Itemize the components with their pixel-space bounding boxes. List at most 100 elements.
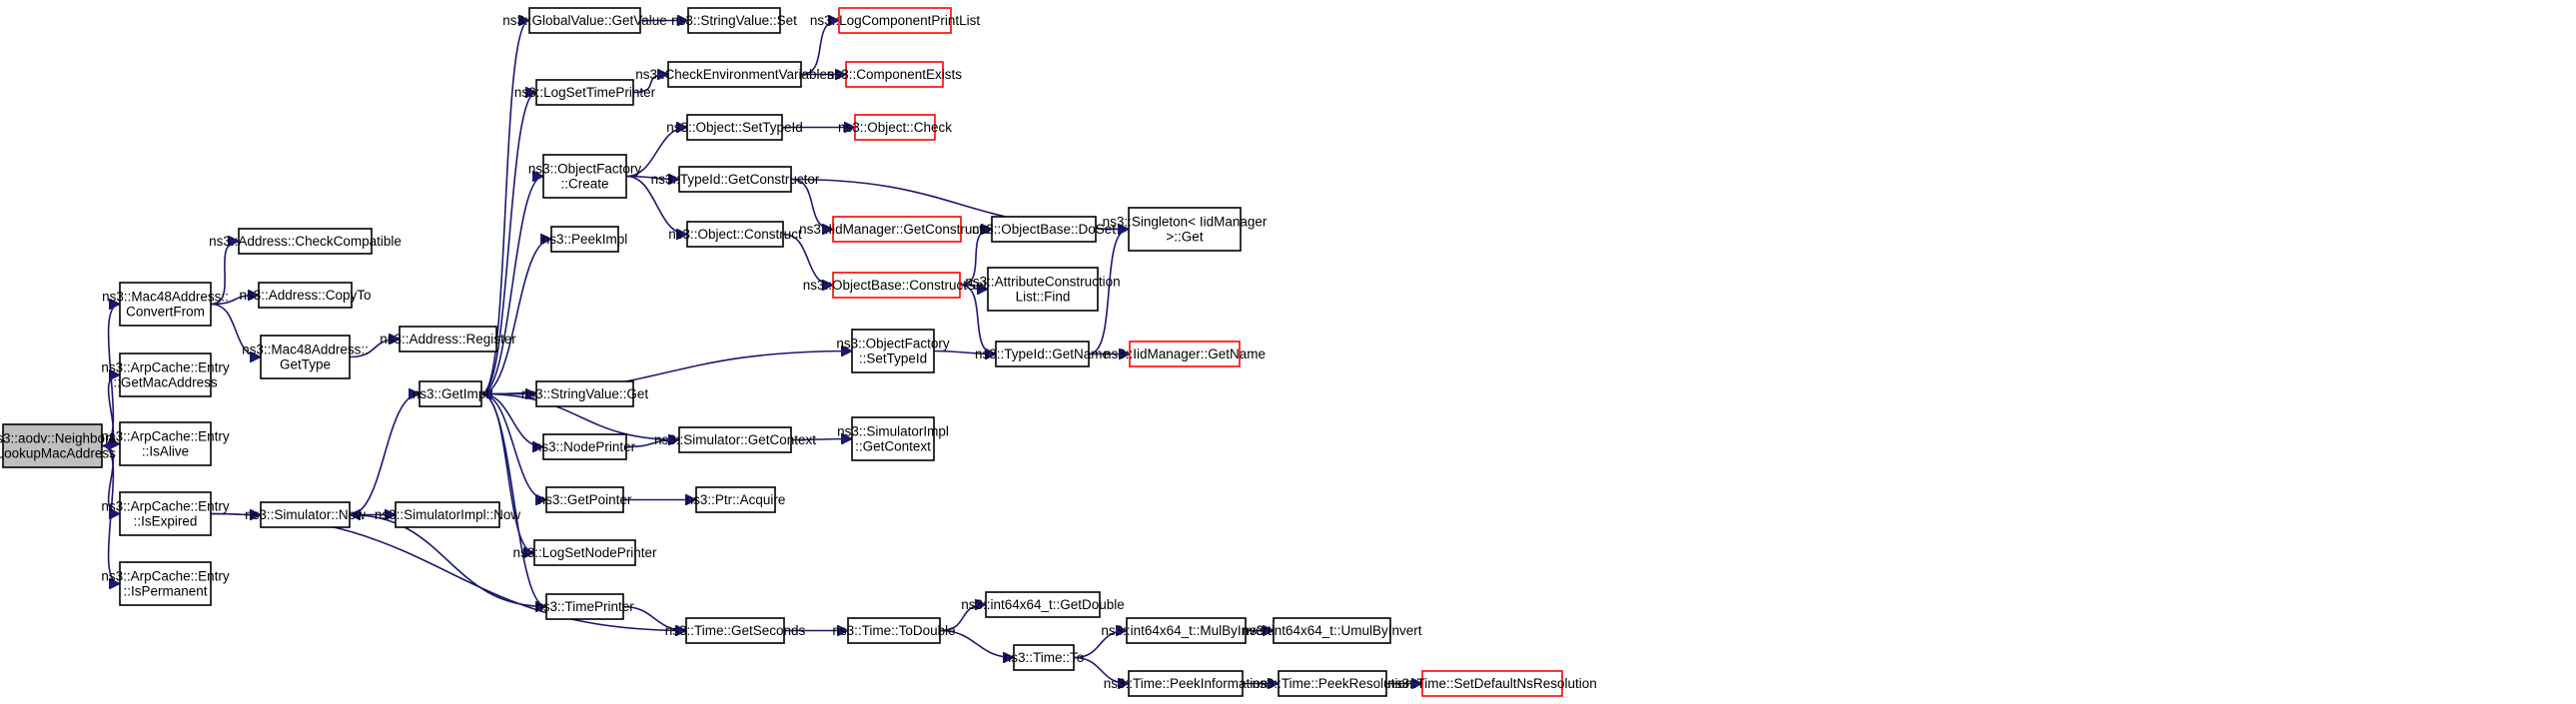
node-sim-getcontext[interactable]: ns3::Simulator::GetContext <box>654 426 816 453</box>
node-iidmgr-getname[interactable]: ns3::IidManager::GetName <box>1104 341 1266 367</box>
node-label: ::IsAlive <box>142 444 189 459</box>
node-root[interactable]: ns3::aodv::Neighbors::LookupMacAddress <box>0 423 117 468</box>
node-label: ns3::Address::CopyTo <box>239 288 371 303</box>
node-singleton-get[interactable]: ns3::Singleton< IidManager>::Get <box>1103 207 1268 252</box>
node-box <box>1278 670 1387 697</box>
node-box <box>119 421 212 466</box>
node-logcomponentprintlist[interactable]: ns3::LogComponentPrintList <box>810 7 981 34</box>
node-stringvalue-get[interactable]: ns3::StringValue::Get <box>521 380 649 407</box>
node-box <box>1013 644 1075 671</box>
node-time-setdefaultnsres[interactable]: ns3::Time::SetDefaultNsResolution <box>1387 670 1597 697</box>
node-time-peekinformation[interactable]: ns3::Time::PeekInformation <box>1104 670 1269 697</box>
node-label: ns3::AttributeConstruction <box>965 275 1120 290</box>
node-ptr-acquire[interactable]: ns3::Ptr::Acquire <box>686 486 786 513</box>
node-label: ns3::int64x64_t::GetDouble <box>961 597 1125 612</box>
node-arp-isexpired[interactable]: ns3::ArpCache::Entry::IsExpired <box>101 491 230 536</box>
node-objfactory-create[interactable]: ns3::ObjectFactory::Create <box>528 154 642 199</box>
node-box <box>419 380 482 407</box>
node-nodeprinter[interactable]: ns3::NodePrinter <box>534 433 636 460</box>
node-label: List::Find <box>1016 290 1071 305</box>
edge-time-todouble-to-time-to <box>939 629 1014 658</box>
node-label: ::IsExpired <box>134 514 198 529</box>
node-label: ns3::Object::Construct <box>668 227 802 242</box>
node-objbase-constructself[interactable]: ns3::ObjectBase::ConstructSelf <box>803 272 991 299</box>
node-logsetnodeprinter[interactable]: ns3::LogSetNodePrinter <box>512 539 657 566</box>
node-object-check[interactable]: ns3::Object::Check <box>838 114 952 141</box>
node-mac48-convertfrom[interactable]: ns3::Mac48Address::ConvertFrom <box>102 282 229 327</box>
node-time-getseconds[interactable]: ns3::Time::GetSeconds <box>665 617 806 644</box>
node-object-settypeid[interactable]: ns3::Object::SetTypeId <box>666 114 803 141</box>
node-label: ns3::SimulatorImpl <box>837 424 949 439</box>
node-label: ns3::Time::To <box>1004 650 1085 665</box>
node-int64-getdouble[interactable]: ns3::int64x64_t::GetDouble <box>961 591 1125 618</box>
node-box <box>985 591 1101 618</box>
node-getpointer[interactable]: ns3::GetPointer <box>538 486 632 513</box>
node-gv-getvalue[interactable]: ns3::GlobalValue::GetValue <box>502 7 667 34</box>
node-addr-register[interactable]: ns3::Address::Register <box>380 326 516 352</box>
node-time-todouble[interactable]: ns3::Time::ToDouble <box>832 617 956 644</box>
edge-object-construct-to-objbase-constructself <box>782 233 834 286</box>
node-box <box>395 501 500 528</box>
edge-timeprinter-to-sim-now <box>350 515 547 608</box>
node-label: ns3::Time::PeekResolution <box>1253 676 1413 691</box>
node-componentexists[interactable]: ns3::ComponentExists <box>827 61 962 88</box>
node-int64-umulbyinvert[interactable]: ns3::int64x64_t::UmulByInvert <box>1242 617 1422 644</box>
node-arp-getmac[interactable]: ns3::ArpCache::Entry::GetMacAddress <box>101 352 230 397</box>
edge-timeprinter-to-time-getseconds <box>622 605 686 631</box>
node-typeid-getconstructor[interactable]: ns3::TypeId::GetConstructor <box>651 166 820 193</box>
node-box <box>1128 670 1244 697</box>
node-objfactory-settypeid[interactable]: ns3::ObjectFactory::SetTypeId <box>836 329 950 373</box>
node-box <box>119 352 212 397</box>
node-box <box>995 341 1090 367</box>
edge-mac48-gettype-to-addr-register <box>349 340 400 358</box>
node-label: ns3::GetPointer <box>538 492 632 507</box>
node-box <box>687 7 781 34</box>
node-box <box>832 272 961 299</box>
node-label: ns3::StringValue::Set <box>671 13 797 28</box>
edge-mac48-convertfrom-to-mac48-gettype <box>210 303 262 357</box>
edge-getimpl-to-timeprinter <box>480 392 547 607</box>
edge-sim-getcontext-to-simimpl-getcontext <box>790 439 852 440</box>
node-stringvalue-set[interactable]: ns3::StringValue::Set <box>671 7 797 34</box>
edge-time-to-to-time-peekinformation <box>1073 656 1129 684</box>
node-arp-isalive[interactable]: ns3::ArpCache::Entry::IsAlive <box>101 421 230 466</box>
node-box <box>550 226 619 253</box>
node-box <box>535 79 634 106</box>
node-peekimpl[interactable]: ns3::PeekImpl <box>542 226 628 253</box>
node-object-construct[interactable]: ns3::Object::Construct <box>668 221 802 248</box>
node-sim-now[interactable]: ns3::Simulator::Now <box>245 501 366 528</box>
node-iidmgr-getconstructor[interactable]: ns3::IidManager::GetConstructor <box>799 216 995 243</box>
node-label: ns3::int64x64_t::MulByInvert <box>1101 623 1272 638</box>
node-arp-ispermanent[interactable]: ns3::ArpCache::Entry::IsPermanent <box>101 561 230 606</box>
node-typeid-getname[interactable]: ns3::TypeId::GetName <box>975 341 1110 367</box>
node-label: ns3::ArpCache::Entry <box>101 360 230 375</box>
node-simimpl-now[interactable]: ns3::SimulatorImpl::Now <box>375 501 521 528</box>
node-int64-mulbyinvert[interactable]: ns3::int64x64_t::MulByInvert <box>1101 617 1272 644</box>
node-timeprinter[interactable]: ns3::TimePrinter <box>535 593 634 620</box>
node-getimpl[interactable]: ns3::GetImpl <box>413 380 489 407</box>
node-logsettimeprinter[interactable]: ns3::LogSetTimePrinter <box>514 79 656 106</box>
edge-root-to-arp-ispermanent <box>101 444 121 584</box>
node-addr-copyto[interactable]: ns3::Address::CopyTo <box>239 282 372 309</box>
edge-time-to-to-int64-mulbyinvert <box>1073 631 1127 659</box>
node-label: ns3::Time::GetSeconds <box>665 623 806 638</box>
node-label: ns3::StringValue::Get <box>521 386 649 401</box>
node-box <box>851 416 935 461</box>
node-addr-checkcompat[interactable]: ns3::Address::CheckCompatible <box>209 228 402 255</box>
node-box <box>542 433 627 460</box>
node-simimpl-getcontext[interactable]: ns3::SimulatorImpl::GetContext <box>837 416 949 461</box>
node-box <box>1273 617 1391 644</box>
edge-objbase-constructself-to-objbase-doset <box>959 230 993 287</box>
node-time-to[interactable]: ns3::Time::To <box>1004 644 1085 671</box>
node-label: ns3::Object::SetTypeId <box>666 120 803 135</box>
node-checkenvvars[interactable]: ns3::CheckEnvironmentVariables <box>635 61 834 88</box>
edge-getimpl-to-gv-getvalue <box>480 21 530 395</box>
node-time-peekresolution[interactable]: ns3::Time::PeekResolution <box>1253 670 1413 697</box>
node-label: ns3::Ptr::Acquire <box>686 492 786 507</box>
node-box <box>1129 341 1241 367</box>
node-objbase-doset[interactable]: ns3::ObjectBase::DoSet <box>972 216 1116 243</box>
node-mac48-gettype[interactable]: ns3::Mac48Address::GetType <box>242 335 369 379</box>
node-box <box>686 114 783 141</box>
edge-objfactory-create-to-object-construct <box>625 175 688 235</box>
